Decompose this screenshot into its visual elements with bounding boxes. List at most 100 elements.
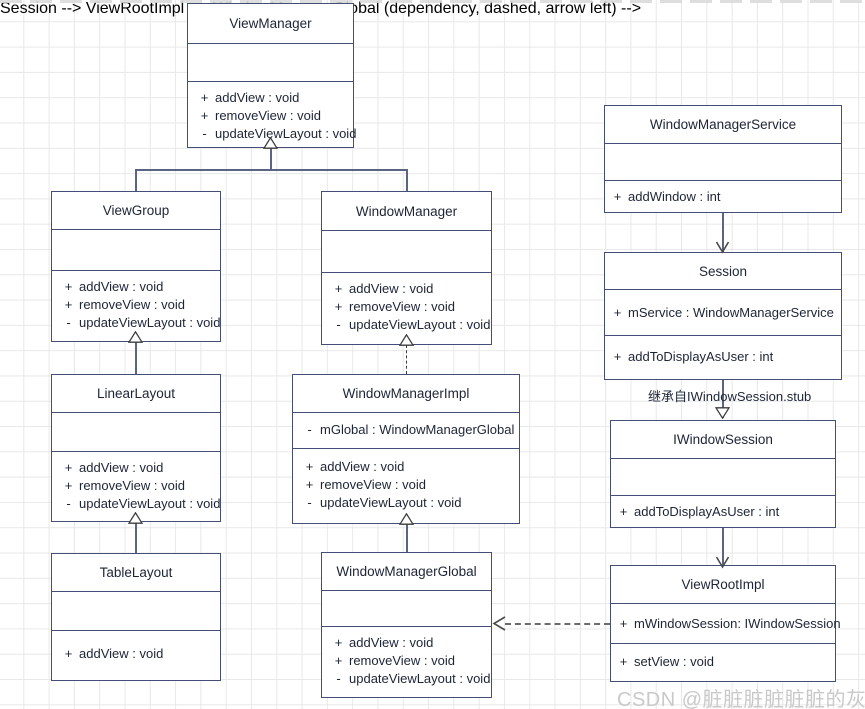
association-arrow-session <box>715 241 730 254</box>
visibility-marker: + <box>613 189 622 204</box>
member-row: - updateViewLayout : void <box>52 314 220 332</box>
class-name-iwindow-session: IWindowSession <box>611 421 835 459</box>
class-box-view-manager[interactable]: ViewManager + addView : void + removeVie… <box>187 3 357 148</box>
visibility-marker: + <box>200 90 209 105</box>
member-signature: updateViewLayout : void <box>79 315 221 330</box>
edge-viewmanager-stem <box>270 148 272 170</box>
member-signature: removeView : void <box>349 299 455 314</box>
visibility-marker: + <box>64 279 73 294</box>
class-operations-window-manager-service: + addWindow : int <box>605 181 841 213</box>
member-row: + addView : void <box>52 645 220 663</box>
visibility-marker: + <box>64 460 73 475</box>
class-box-iwindow-session[interactable]: IWindowSession + addToDisplayAsUser : in… <box>610 420 836 528</box>
member-signature: addView : void <box>349 281 434 296</box>
class-operations-view-group: + addView : void + removeView : void - u… <box>52 271 221 339</box>
member-row: - updateViewLayout : void <box>293 494 519 512</box>
member-row: - updateViewLayout : void <box>322 670 491 688</box>
visibility-marker: + <box>613 349 622 364</box>
class-box-window-manager[interactable]: WindowManager + addView : void + removeV… <box>321 191 492 345</box>
class-name-window-manager-impl: WindowManagerImpl <box>293 375 519 413</box>
class-attributes-window-manager-impl: - mGlobal : WindowManagerGlobal <box>293 413 519 449</box>
member-signature: addWindow : int <box>628 189 721 204</box>
edge-windowmanagerservice-to-session <box>722 213 724 252</box>
member-row: + removeView : void <box>322 652 491 670</box>
member-row: + addView : void <box>52 459 220 477</box>
class-name-view-root-impl: ViewRootImpl <box>611 566 835 604</box>
visibility-marker: + <box>200 108 209 123</box>
member-row: + addView : void <box>322 634 491 652</box>
class-name-view-manager: ViewManager <box>188 4 353 44</box>
member-row: + removeView : void <box>52 296 220 314</box>
class-box-view-root-impl[interactable]: ViewRootImpl + mWindowSession: IWindowSe… <box>610 565 841 682</box>
member-row: - updateViewLayout : void <box>188 125 357 143</box>
member-row: + setView : void <box>611 653 835 671</box>
class-name-window-manager-global: WindowManagerGlobal <box>322 553 491 591</box>
member-row: + removeView : void <box>293 476 519 494</box>
visibility-marker: + <box>619 504 628 519</box>
class-operations-window-manager: + addView : void + removeView : void - u… <box>322 273 491 341</box>
class-attributes-linear-layout <box>52 413 220 452</box>
class-attributes-view-group <box>52 230 220 271</box>
visibility-marker: + <box>64 478 73 493</box>
member-row: + addView : void <box>52 278 220 296</box>
visibility-marker: - <box>66 315 71 330</box>
generalization-arrow-windowmanagerimpl <box>399 513 414 525</box>
member-signature: addView : void <box>79 460 164 475</box>
class-attributes-session: + mService : WindowManagerService <box>605 290 841 336</box>
member-signature: updateViewLayout : void <box>349 317 491 332</box>
class-box-window-manager-impl[interactable]: WindowManagerImpl - mGlobal : WindowMana… <box>292 374 520 524</box>
member-signature: updateViewLayout : void <box>215 126 357 141</box>
edge-viewmanager-bus <box>135 169 407 171</box>
member-signature: updateViewLayout : void <box>349 671 491 686</box>
class-box-window-manager-service[interactable]: WindowManagerService + addWindow : int <box>604 105 842 213</box>
member-signature: addView : void <box>349 635 434 650</box>
member-row: + addWindow : int <box>605 188 841 206</box>
generalization-arrow-viewmanager <box>263 137 278 149</box>
visibility-marker: - <box>202 126 207 141</box>
visibility-marker: + <box>619 654 628 669</box>
class-box-table-layout[interactable]: TableLayout + addView : void <box>51 553 221 681</box>
member-signature: removeView : void <box>349 653 455 668</box>
class-box-session[interactable]: Session + mService : WindowManagerServic… <box>604 252 842 380</box>
class-box-window-manager-global[interactable]: WindowManagerGlobal + addView : void + r… <box>321 552 492 698</box>
visibility-marker: + <box>64 646 73 661</box>
member-signature: removeView : void <box>79 297 185 312</box>
class-name-session: Session <box>605 253 841 290</box>
class-attributes-window-manager-global <box>322 591 491 627</box>
class-name-table-layout: TableLayout <box>52 554 220 592</box>
class-attributes-view-root-impl: + mWindowSession: IWindowSession <box>611 604 841 644</box>
visibility-marker: + <box>334 299 343 314</box>
edge-iwindowsession-to-viewrootimpl <box>722 528 724 565</box>
member-row: - updateViewLayout : void <box>52 495 220 513</box>
class-name-window-manager-service: WindowManagerService <box>605 106 841 144</box>
generalization-arrow-linearlayout <box>128 512 143 524</box>
member-row: + addView : void <box>188 89 353 107</box>
edge-windowmanagerglobal-to-windowmanagerimpl <box>406 524 408 552</box>
class-name-view-group: ViewGroup <box>52 192 220 230</box>
class-box-linear-layout[interactable]: LinearLayout + addView : void + removeVi… <box>51 374 221 522</box>
generalization-arrow-viewgroup <box>128 331 143 343</box>
visibility-marker: - <box>336 317 341 332</box>
visibility-marker: + <box>613 305 622 320</box>
member-signature: removeView : void <box>79 478 185 493</box>
dependency-arrow-windowmanagerglobal <box>492 616 507 631</box>
member-signature: addToDisplayAsUser : int <box>634 504 780 519</box>
member-row: - updateViewLayout : void <box>322 316 491 334</box>
member-signature: addView : void <box>320 459 405 474</box>
class-box-view-group[interactable]: ViewGroup + addView : void + removeView … <box>51 191 221 342</box>
visibility-marker: - <box>66 496 71 511</box>
edge-windowmanager-riser <box>406 169 408 191</box>
member-signature: removeView : void <box>215 108 321 123</box>
realization-arrow-windowmanager <box>399 334 414 346</box>
class-attributes-table-layout <box>52 592 220 631</box>
edge-tablelayout-to-linearlayout <box>135 522 137 553</box>
member-signature: mGlobal : WindowManagerGlobal <box>320 422 515 437</box>
visibility-marker: + <box>334 635 343 650</box>
class-operations-window-manager-global: + addView : void + removeView : void - u… <box>322 627 491 695</box>
class-attributes-window-manager <box>322 231 491 273</box>
member-row: + addView : void <box>322 280 491 298</box>
class-operations-view-root-impl: + setView : void <box>611 644 835 678</box>
class-operations-window-manager-impl: + addView : void + removeView : void - u… <box>293 449 519 519</box>
edge-session-to-iwindowsession <box>722 380 724 418</box>
